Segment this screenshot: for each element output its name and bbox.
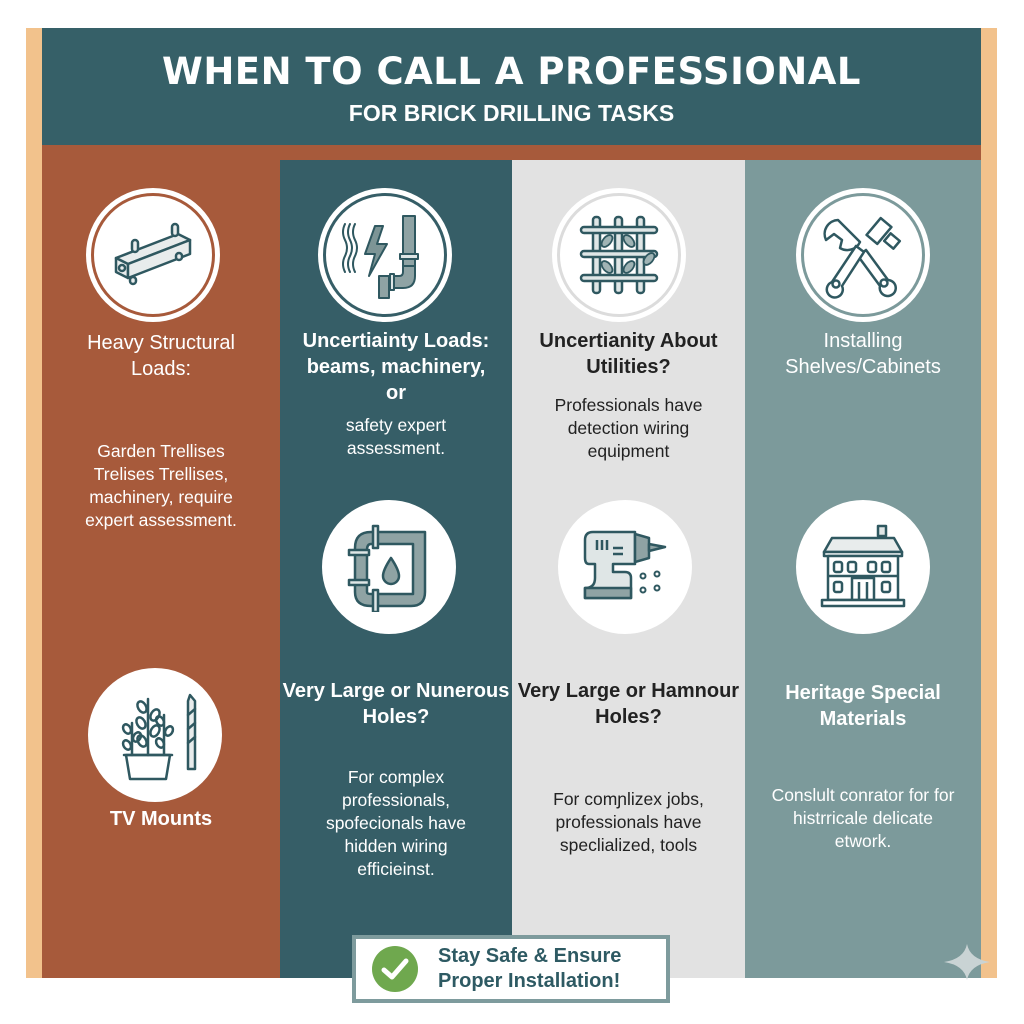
- column-shelves-heritage: Installing Shelves/Cabinets Heri: [745, 160, 981, 978]
- page-subtitle: FOR BRICK DRILLING TASKS: [348, 99, 675, 126]
- plant-and-drill-bit-icon: [88, 668, 222, 802]
- card-title: Uncertianity About Utilities?: [539, 330, 718, 378]
- card-title: Installing Shelves/Cabinets: [785, 330, 941, 378]
- water-pipe-leak-icon: [322, 500, 456, 634]
- heritage-building-icon: [796, 500, 930, 634]
- column-structural-loads: Heavy Structural Loads: Garden Trellises…: [42, 160, 280, 978]
- wrench-hammer-icon: [796, 188, 930, 322]
- sparkle-icon: [944, 944, 990, 980]
- column-utilities-uncertainty: Uncertianity About Utilities? Profession…: [512, 160, 745, 978]
- header: WHEN TO CALL A PROFESSIONAL FOR BRICK DR…: [42, 28, 981, 145]
- card-body: Garden Trellises Trelises Trellises, mac…: [85, 441, 237, 530]
- card-body: safety expert assessment.: [345, 415, 447, 458]
- check-circle-icon: [372, 946, 418, 992]
- power-drill-icon: [558, 500, 692, 634]
- safety-banner: Stay Safe & Ensure Proper Installation!: [352, 935, 670, 1003]
- banner-line-1: Stay Safe & Ensure: [438, 945, 622, 967]
- card-title: TV Mounts: [109, 808, 213, 830]
- card-title: Very Large or Nunerous Holes?: [282, 680, 510, 728]
- banner-text: Stay Safe & Ensure Proper Installation!: [438, 944, 621, 994]
- card-body: For comɲlizex jobs, professionals have s…: [553, 789, 704, 855]
- trellis-icon: [552, 188, 686, 322]
- utilities-electric-pipe-icon: [318, 188, 452, 322]
- column-utilities-loads: Uncertiainty Loads: beams, machinery, or…: [280, 160, 512, 978]
- banner-line-2: Proper Installation!: [438, 970, 621, 992]
- card-title: Heritage Special Materials: [785, 682, 941, 730]
- page-title: WHEN TO CALL A PROFESSIONAL: [162, 50, 861, 93]
- header-divider-band: [42, 145, 981, 160]
- card-title: Very Large or Hamnour Holes?: [517, 680, 740, 728]
- card-body: For complex professionals, sрofecionals …: [325, 767, 467, 879]
- card-title: Uncertiainty Loads: beams, machinery, or: [302, 330, 490, 404]
- card-body: Conslult conrator for for histrricale de…: [771, 785, 955, 851]
- card-title: Heavy Structural Loads:: [87, 332, 235, 380]
- card-body: Professionals have detection wiring equi…: [554, 395, 703, 461]
- steel-beam-icon: [86, 188, 220, 322]
